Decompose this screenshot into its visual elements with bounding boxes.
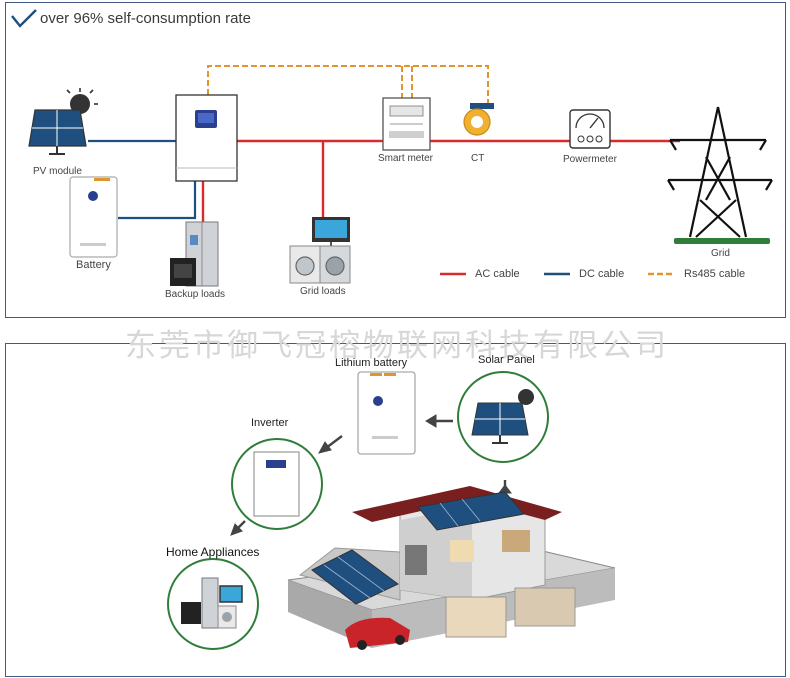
lithium-battery-label: Lithium battery bbox=[335, 357, 408, 369]
ct-label: CT bbox=[471, 153, 485, 164]
grid-ground-bar bbox=[674, 238, 770, 244]
home-appliances-label: Home Appliances bbox=[166, 545, 260, 559]
watermark: 东莞市御飞冠榕物联网科技有限公司 bbox=[125, 328, 669, 364]
smart-meter-label: Smart meter bbox=[378, 153, 434, 164]
battery-label: Battery bbox=[76, 259, 111, 271]
rs485-cables bbox=[207, 65, 489, 103]
flow-arrows bbox=[230, 414, 512, 536]
battery-icon bbox=[69, 176, 118, 258]
grid-label: Grid bbox=[711, 248, 730, 259]
inverter-icon bbox=[175, 94, 238, 182]
grid-loads-label: Grid loads bbox=[300, 286, 346, 297]
inverter-label: Inverter bbox=[251, 417, 289, 429]
grid-tower-icon bbox=[667, 106, 773, 238]
solar-panel-label: Solar Panel bbox=[478, 354, 535, 366]
backup-loads-icon bbox=[170, 221, 219, 287]
backup-loads-label: Backup loads bbox=[165, 289, 226, 300]
check-icon bbox=[11, 9, 37, 28]
house-illustration bbox=[287, 486, 616, 650]
dc-cables bbox=[88, 139, 197, 220]
legend-dc: DC cable bbox=[579, 268, 625, 280]
legend-rs485: Rs485 cable bbox=[684, 268, 746, 280]
grid-loads-icon bbox=[289, 217, 351, 284]
powermeter-icon bbox=[569, 109, 611, 149]
solar-panel-circle bbox=[457, 371, 549, 463]
ct-icon bbox=[463, 103, 494, 136]
pv-module-label: PV module bbox=[33, 166, 82, 177]
legend-ac: AC cable bbox=[475, 268, 520, 280]
lithium-battery-icon bbox=[357, 371, 416, 455]
powermeter-label: Powermeter bbox=[563, 154, 617, 165]
smart-meter-icon bbox=[382, 97, 431, 151]
home-appliances-circle bbox=[167, 558, 259, 650]
header-text: over 96% self-consumption rate bbox=[40, 10, 251, 27]
inverter-circle bbox=[231, 438, 323, 530]
system-diagram-panel bbox=[5, 2, 786, 318]
pv-module-icon bbox=[28, 88, 98, 155]
